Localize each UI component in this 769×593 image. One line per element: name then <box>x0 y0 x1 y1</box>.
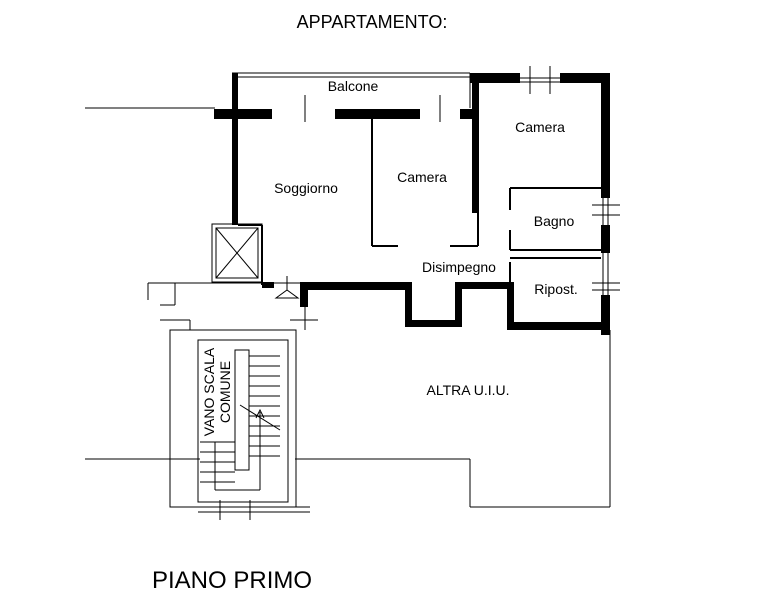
room-label-balcone: Balcone <box>328 78 379 94</box>
balcony <box>232 72 471 122</box>
room-label-camera-2: Camera <box>515 119 565 135</box>
stair-label-line2: COMUNE <box>217 361 233 423</box>
context-lines <box>85 107 470 460</box>
stair-label: VANO SCALA COMUNE <box>201 347 233 436</box>
interior-partitions <box>238 119 601 285</box>
room-label-camera-1: Camera <box>397 169 447 185</box>
window-marks <box>520 66 620 295</box>
room-label-ripost: Ripost. <box>534 281 578 297</box>
room-label-disimpegno: Disimpegno <box>422 259 496 275</box>
entrance-arrow-icon <box>274 289 300 299</box>
page-title: APPARTAMENTO: <box>297 12 448 32</box>
room-label-bagno: Bagno <box>534 213 575 229</box>
stair-label-line1: VANO SCALA <box>201 347 217 436</box>
altra-uiu-outline <box>469 330 611 508</box>
room-label-altra-uiu: ALTRA U.I.U. <box>427 382 510 398</box>
landing <box>160 276 318 330</box>
apartment-walls <box>214 73 610 335</box>
stair-well <box>169 329 310 520</box>
stair-treads <box>200 355 281 491</box>
room-label-soggiorno: Soggiorno <box>274 180 338 196</box>
lift-shaft <box>211 223 263 283</box>
floor-label: PIANO PRIMO <box>152 567 312 593</box>
